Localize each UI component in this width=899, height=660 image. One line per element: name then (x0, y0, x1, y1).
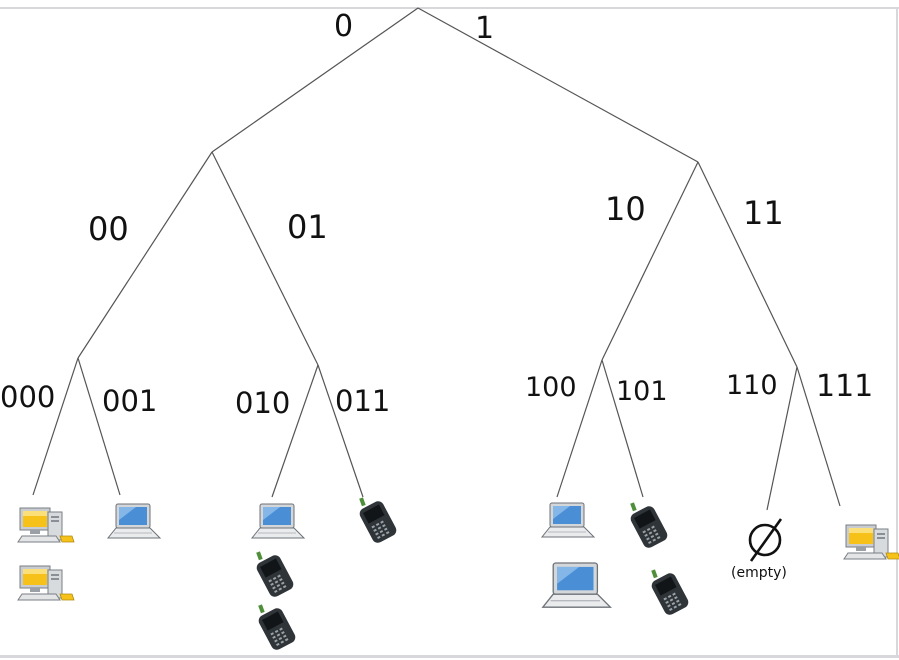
tree-edges (32, 7, 841, 511)
laptop-icon (541, 502, 595, 538)
laptop-icon (542, 562, 612, 608)
edge-label-111: 111 (816, 369, 873, 404)
edge-1 (417, 7, 699, 163)
edge-label-11: 11 (743, 194, 784, 232)
edge-00 (77, 151, 213, 359)
edge-11 (697, 161, 798, 368)
edge-label-010: 010 (235, 386, 290, 420)
edge-label-110: 110 (726, 370, 778, 401)
phone-icon (628, 502, 670, 550)
laptop-icon (251, 503, 305, 539)
edge-110 (766, 366, 798, 511)
edge-100 (556, 359, 603, 498)
edge-label-011: 011 (335, 384, 390, 418)
desktop-icon (17, 565, 75, 601)
edge-label-01: 01 (287, 208, 328, 246)
desktop-icon (843, 524, 899, 560)
frame-bottom-border (0, 655, 899, 658)
edge-label-10: 10 (605, 190, 646, 228)
edge-111 (796, 366, 841, 507)
empty-set-icon (748, 518, 783, 562)
edge-011 (317, 364, 364, 498)
edge-label-101: 101 (616, 376, 668, 407)
edge-101 (601, 359, 644, 498)
phone-icon (254, 551, 296, 599)
edge-010 (271, 364, 319, 498)
edge-000 (32, 357, 79, 496)
phone-icon (649, 569, 691, 617)
frame-right-border (896, 7, 898, 658)
frame-top-border (0, 7, 899, 9)
edge-001 (77, 357, 121, 496)
edge-label-100: 100 (525, 372, 577, 403)
desktop-icon (17, 507, 75, 543)
edge-label-1: 1 (475, 11, 494, 46)
edge-label-00: 00 (88, 210, 129, 248)
laptop-icon (107, 503, 161, 539)
edge-label-000: 000 (0, 380, 55, 414)
empty-label: (empty) (731, 565, 787, 581)
edge-10 (601, 161, 699, 361)
phone-icon (357, 497, 399, 545)
edge-01 (211, 151, 319, 366)
phone-icon (256, 604, 298, 652)
edge-label-001: 001 (102, 384, 157, 418)
edge-0 (211, 7, 419, 153)
edge-label-0: 0 (334, 9, 353, 44)
